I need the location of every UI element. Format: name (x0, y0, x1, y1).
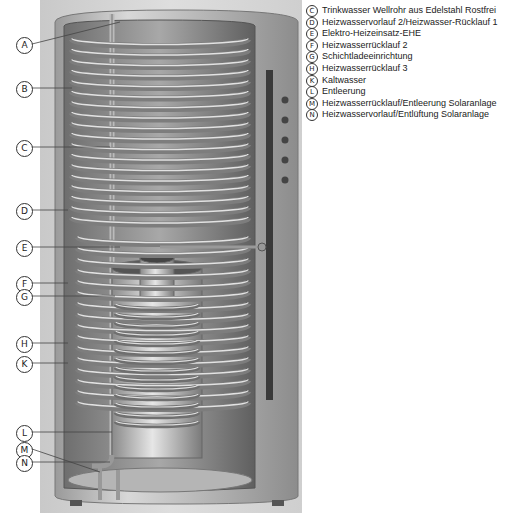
coil-winding (72, 207, 248, 213)
legend-letter: L (306, 86, 318, 98)
legend-text: Kaltwasser (322, 75, 366, 86)
legend-text: Schichtladeeinrichtung (322, 51, 413, 62)
coil-winding (116, 358, 198, 362)
coil-winding (116, 314, 198, 318)
legend-text: Elektro-Heizeinsatz-EHE (322, 28, 421, 39)
coil-winding (116, 349, 198, 353)
coil-winding (116, 413, 198, 417)
coil-winding (72, 133, 248, 139)
coil-winding (116, 394, 198, 398)
coil-winding (116, 367, 198, 371)
coil-winding (116, 385, 198, 389)
coil-winding (116, 341, 198, 345)
legend-letter: K (306, 75, 318, 87)
callout-letter: N (16, 455, 33, 472)
callout-letter: C (16, 140, 33, 157)
coil-winding (78, 259, 248, 265)
coil-winding (116, 386, 198, 390)
coil-winding (72, 175, 248, 181)
coil-winding (116, 359, 198, 363)
coil-winding (116, 412, 198, 416)
coil-winding (72, 196, 248, 202)
coil-winding (116, 340, 198, 344)
callout-letter: G (16, 289, 33, 306)
legend-text: Heizwasserrücklauf/Entleerung Solaranlag… (322, 98, 497, 109)
coil-winding (116, 350, 198, 354)
legend-letter: H (306, 63, 318, 75)
legend-text: Heizwasserrücklauf 3 (322, 63, 408, 74)
coil-winding (72, 49, 248, 55)
coil-winding (116, 313, 198, 317)
coil-winding (72, 217, 248, 223)
coil-winding (78, 281, 248, 287)
coil-winding (72, 165, 248, 171)
legend-text: Entleerung (322, 86, 366, 97)
callout-letter: E (16, 240, 33, 257)
callout-letter: B (16, 81, 33, 98)
coil-winding (116, 322, 198, 326)
coil-winding (72, 60, 248, 66)
coil-winding (116, 377, 198, 381)
coil-winding (72, 102, 248, 108)
callout-letter: D (16, 203, 33, 220)
legend-letter: G (306, 51, 318, 63)
callout-letter: K (16, 356, 33, 373)
coil-winding (72, 81, 248, 87)
coil-winding (72, 186, 248, 192)
coil-winding (78, 358, 248, 364)
coil-winding (116, 305, 198, 309)
legend-letter: F (306, 40, 318, 52)
coil-winding (116, 331, 198, 335)
coil-winding (72, 70, 248, 76)
coil-winding (72, 39, 248, 45)
coil-winding (116, 421, 198, 425)
coil-winding (116, 395, 198, 399)
coil-winding (78, 314, 248, 320)
coil-winding (116, 304, 198, 308)
coil-winding (78, 347, 248, 353)
coil-winding (72, 123, 248, 129)
coil-winding (116, 403, 198, 407)
coil-winding (78, 237, 248, 243)
coil-winding (116, 323, 198, 327)
legend-letter: N (306, 109, 318, 121)
legend-letter: D (306, 17, 318, 29)
callout-letter: H (16, 336, 33, 353)
coil-winding (78, 303, 248, 309)
coil-winding (116, 404, 198, 408)
legend-text: Trinkwasser Wellrohr aus Edelstahl Rostf… (322, 5, 496, 16)
coil-winding (116, 422, 198, 426)
coil-winding (72, 144, 248, 150)
callout-letter: A (16, 37, 33, 54)
legend-letter: E (306, 28, 318, 40)
legend-text: Heizwasserrücklauf 2 (322, 40, 408, 51)
coil-winding (72, 154, 248, 160)
legend-letter: M (306, 98, 318, 110)
coil-winding (78, 292, 248, 298)
coil-winding (116, 368, 198, 372)
coil-winding (116, 332, 198, 336)
coil-winding (116, 376, 198, 380)
callout-letter: L (16, 425, 33, 442)
legend-letter: C (306, 5, 318, 17)
coil-winding (78, 270, 248, 276)
coil-winding (72, 91, 248, 97)
coil-winding (72, 112, 248, 118)
legend-text: Heizwasservorlauf/Entlüftung Solaranlage (322, 109, 489, 120)
legend-text: Heizwasservorlauf 2/Heizwasser-Rücklauf … (322, 17, 498, 28)
coil-winding (78, 402, 248, 408)
